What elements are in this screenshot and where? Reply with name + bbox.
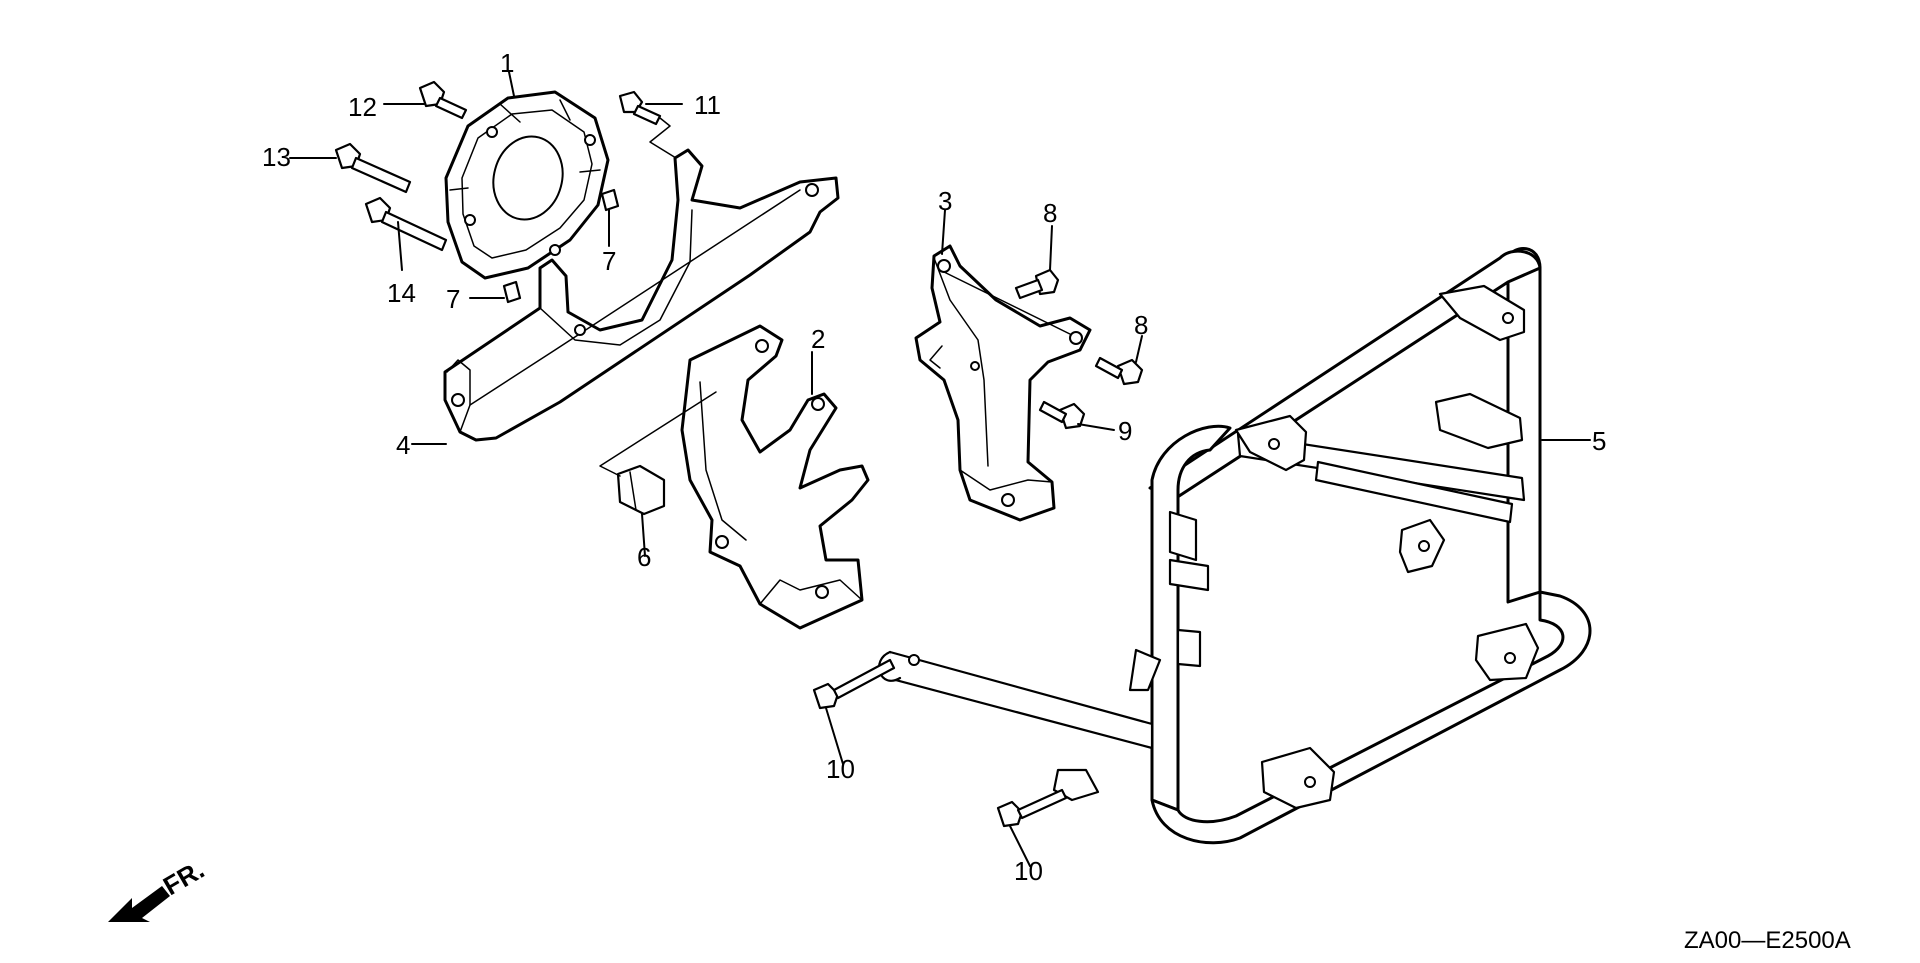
dowel-pin-7-upper[interactable]: [600, 188, 620, 212]
bolt-13[interactable]: [334, 142, 412, 194]
bolt-10-upper[interactable]: [812, 658, 896, 710]
callout-12: 12: [348, 92, 377, 122]
callout-10-lower: 10: [1014, 856, 1043, 886]
callout-8-upper: 8: [1043, 198, 1057, 228]
bolt-14[interactable]: [364, 196, 448, 252]
part-3-center-bracket[interactable]: [914, 244, 1092, 522]
callout-5: 5: [1592, 426, 1606, 456]
part-4-bracket[interactable]: [443, 148, 840, 442]
bolt-10-lower[interactable]: [996, 788, 1068, 828]
bolt-8-upper[interactable]: [1014, 268, 1060, 300]
callout-14: 14: [387, 278, 416, 308]
callout-labels: 1 2 3 4 5 6 7 7 8 8 9 10 10 11 12 13 14: [262, 48, 1606, 886]
leader-lines: [289, 71, 1591, 867]
callout-4: 4: [396, 430, 410, 460]
dowel-pin-7-lower[interactable]: [502, 280, 522, 304]
part-1-side-cover[interactable]: [444, 90, 610, 280]
callout-9: 9: [1118, 416, 1132, 446]
part-5-frame[interactable]: [878, 247, 1592, 845]
bolt-11[interactable]: [618, 90, 662, 126]
diagram-code: ZA00—E2500A: [1684, 927, 1851, 954]
nut-6[interactable]: [616, 464, 666, 516]
bolt-8-lower[interactable]: [1094, 356, 1144, 386]
callout-1: 1: [500, 48, 514, 78]
callout-13: 13: [262, 142, 291, 172]
bolt-12[interactable]: [418, 80, 468, 120]
callout-7-upper: 7: [602, 246, 616, 276]
arrow-icon: [108, 886, 170, 922]
callout-7-lower: 7: [446, 284, 460, 314]
callout-11: 11: [694, 90, 721, 120]
callout-6: 6: [637, 542, 651, 572]
bolt-9[interactable]: [1038, 400, 1086, 430]
callout-8-lower: 8: [1134, 310, 1148, 340]
front-direction-arrow: FR.: [108, 854, 209, 922]
callout-2: 2: [811, 324, 825, 354]
callout-3: 3: [938, 186, 952, 216]
part-2-engine-mount[interactable]: [680, 324, 870, 630]
callout-10-upper: 10: [826, 754, 855, 784]
